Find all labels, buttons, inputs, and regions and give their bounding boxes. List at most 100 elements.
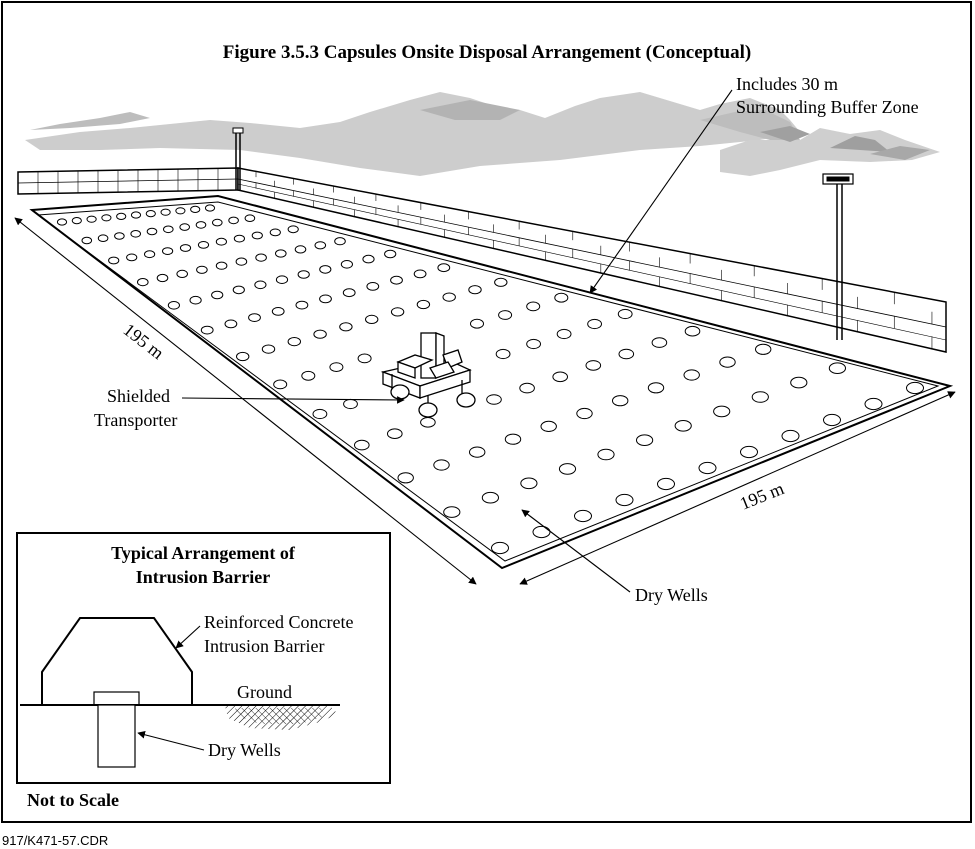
buffer-zone-leader bbox=[589, 89, 733, 294]
dry-well bbox=[176, 269, 188, 278]
mountain-range bbox=[25, 92, 940, 176]
dry-well bbox=[179, 244, 192, 252]
dry-well bbox=[574, 509, 592, 523]
dry-well bbox=[504, 433, 522, 445]
dry-well bbox=[145, 210, 156, 218]
dry-well bbox=[114, 232, 125, 240]
dry-well bbox=[781, 429, 800, 443]
dry-well bbox=[636, 434, 654, 447]
dry-well bbox=[343, 398, 358, 410]
dry-well bbox=[97, 234, 109, 242]
dry-well bbox=[651, 337, 668, 348]
dry-well bbox=[261, 344, 276, 354]
dry-well bbox=[498, 310, 513, 320]
dry-well bbox=[137, 278, 149, 287]
dry-well bbox=[526, 301, 541, 312]
dry-well bbox=[790, 376, 808, 389]
dry-well bbox=[251, 231, 263, 240]
dry-well bbox=[86, 215, 97, 223]
dry-well bbox=[314, 241, 327, 250]
dry-well bbox=[556, 328, 572, 340]
figure-title: Figure 3.5.3 Capsules Onsite Disposal Ar… bbox=[223, 42, 751, 63]
dry-well bbox=[558, 463, 577, 475]
dry-well bbox=[470, 318, 484, 329]
dry-well bbox=[197, 241, 210, 249]
dry-well bbox=[615, 493, 634, 507]
dry-well bbox=[254, 280, 267, 290]
dry-well bbox=[294, 245, 307, 254]
dry-well bbox=[228, 216, 239, 225]
dry-well bbox=[195, 221, 207, 229]
file-code: 917/K471-57.CDR bbox=[2, 833, 108, 848]
dry-well bbox=[342, 288, 356, 298]
dry-well bbox=[647, 382, 665, 394]
dry-well bbox=[175, 207, 186, 215]
dry-well bbox=[397, 472, 414, 484]
dry-well bbox=[390, 307, 405, 317]
buffer-zone-label-line2: Surrounding Buffer Zone bbox=[736, 97, 919, 117]
dry-well bbox=[319, 294, 332, 304]
dry-well bbox=[108, 256, 120, 265]
inset-well-leader bbox=[137, 731, 205, 751]
dry-well bbox=[540, 420, 557, 432]
dry-well bbox=[698, 461, 717, 475]
dry-well bbox=[526, 338, 541, 350]
dry-well bbox=[416, 299, 431, 310]
dry-well bbox=[215, 237, 227, 246]
dry-well bbox=[719, 356, 736, 368]
perimeter-wall bbox=[17, 167, 947, 353]
dry-well bbox=[468, 285, 482, 295]
dry-well bbox=[312, 408, 328, 420]
dry-well bbox=[552, 371, 569, 383]
dry-well bbox=[275, 249, 287, 258]
dry-well bbox=[313, 329, 327, 339]
concrete-barrier-shape bbox=[41, 617, 193, 705]
dry-well bbox=[179, 223, 190, 231]
dry-well bbox=[390, 275, 403, 285]
dry-well bbox=[295, 300, 309, 310]
dry-well bbox=[576, 407, 593, 420]
dry-well bbox=[248, 313, 261, 323]
dry-well bbox=[494, 277, 508, 287]
dry-well bbox=[354, 439, 370, 451]
dry-well bbox=[273, 379, 288, 390]
dry-well bbox=[71, 217, 82, 225]
dry-well bbox=[755, 343, 772, 355]
dry-well bbox=[532, 525, 551, 539]
dry-well bbox=[56, 218, 68, 226]
transporter-label-line2: Transporter bbox=[94, 410, 177, 430]
dry-well bbox=[167, 301, 180, 310]
dry-well bbox=[420, 417, 436, 428]
dry-well bbox=[196, 265, 208, 274]
dry-well bbox=[491, 541, 509, 555]
dry-well bbox=[443, 506, 461, 518]
dry-well bbox=[657, 477, 675, 491]
dry-well bbox=[617, 308, 633, 320]
dry-well bbox=[269, 228, 281, 237]
not-to-scale-note: Not to Scale bbox=[27, 790, 119, 810]
inset-title-line1: Typical Arrangement of bbox=[111, 543, 296, 563]
transporter-label-line1: Shielded bbox=[107, 386, 170, 406]
dry-well bbox=[200, 325, 214, 335]
dry-well bbox=[163, 225, 174, 234]
dry-well bbox=[713, 405, 731, 418]
dry-well bbox=[519, 382, 535, 394]
dry-well bbox=[413, 269, 427, 279]
annotation-leaders bbox=[14, 89, 956, 593]
dry-well bbox=[334, 237, 346, 246]
dry-well bbox=[469, 446, 486, 458]
dry-well bbox=[244, 214, 256, 222]
dry-well bbox=[597, 448, 615, 461]
dry-well bbox=[130, 211, 142, 219]
dry-well bbox=[144, 250, 156, 259]
dry-well bbox=[823, 413, 841, 427]
dry-well bbox=[329, 362, 344, 373]
dry-well bbox=[287, 337, 301, 347]
dry-well bbox=[357, 353, 372, 364]
dry-well bbox=[387, 428, 403, 440]
light-pole-right bbox=[822, 173, 854, 340]
dry-well bbox=[232, 285, 245, 295]
dry-well bbox=[162, 247, 174, 256]
dry-well bbox=[204, 204, 216, 212]
dry-well bbox=[235, 257, 248, 266]
